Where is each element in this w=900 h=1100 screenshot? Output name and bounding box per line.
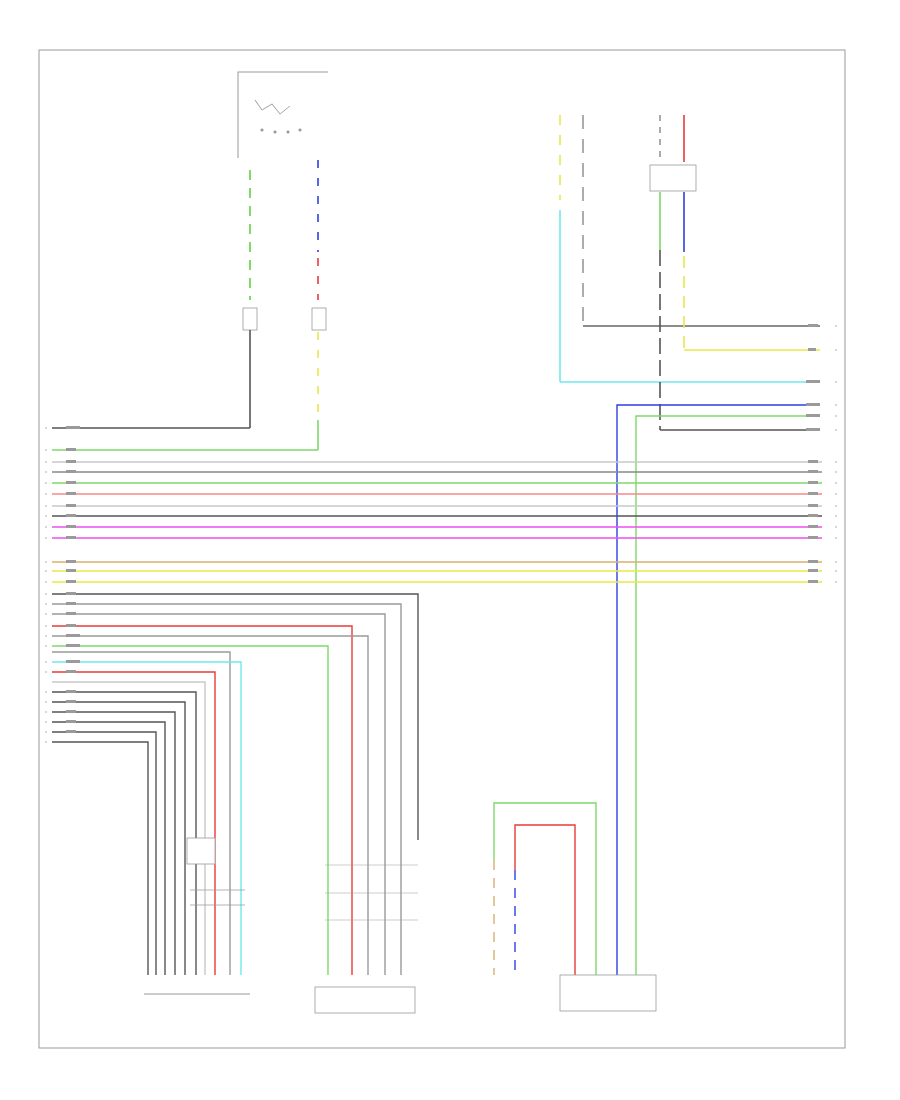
wire-green-to-rf-speaker: [635, 415, 820, 978]
lock-relay-box: [186, 837, 216, 865]
edge-pin-dots: [45, 325, 837, 743]
stereo-amp-connector: [314, 986, 416, 1014]
wire-bus-lower: [52, 561, 822, 583]
wire-lock-red: [52, 671, 216, 975]
left-edge-wire-ticks: [66, 426, 80, 733]
left-front-tweeter-box: [649, 164, 697, 192]
diagram-frame: [38, 49, 846, 1049]
right-edge-wire-ticks: [806, 324, 820, 583]
wire-amp-green: [52, 645, 329, 975]
rf-speaker-connector: [559, 974, 657, 1012]
rf-tweeter-wire-green: [493, 802, 597, 975]
wire-amp-red: [52, 625, 353, 975]
wire-amp-dark-1: [52, 593, 419, 840]
steering-lock-actuator: [144, 993, 250, 995]
wire-lock-cyan: [52, 661, 242, 975]
wire-bus-upper: [52, 461, 822, 539]
steering-pad-switch: [237, 71, 328, 158]
rf-tweeter-wire-red: [514, 824, 576, 975]
connector-left-junction: [242, 307, 258, 331]
wire-blue-to-rf-speaker: [616, 404, 820, 978]
